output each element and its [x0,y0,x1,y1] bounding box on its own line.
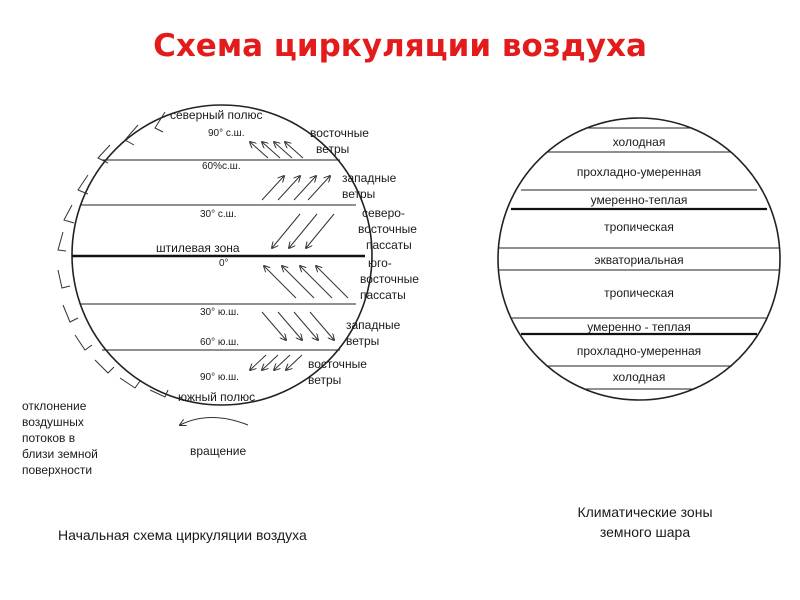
wind-arrow [264,266,297,299]
left-caption: Начальная схема циркуляции воздуха [58,527,307,543]
deflection-arrow [63,204,75,224]
wind-arrow [274,142,293,159]
wind-arrows [250,142,349,370]
deflection-arrow [62,304,79,323]
wind-label: ветры [308,373,341,387]
climate-zones-diagram: холодная прохладно-умеренная умеренно-те… [497,117,781,540]
wind-label: северо- [362,206,405,220]
zone-label: умеренно-теплая [591,193,688,207]
wind-arrow [286,354,303,370]
zone-labels: холодная прохладно-умеренная умеренно-те… [577,135,701,384]
wind-arrow [293,176,316,201]
zone-label: экваториальная [594,253,683,267]
wind-arrow [250,354,267,370]
page-title: Схема циркуляции воздуха [153,28,647,64]
lat-label-30n: 30° с.ш. [200,209,236,220]
wind-arrow [300,266,333,299]
wind-arrow [261,176,284,201]
deflection-arrow [57,231,67,252]
deflection-label: потоков в [22,431,75,445]
deflection-label: воздушных [22,415,84,429]
zone-label: прохладно-умеренная [577,165,701,179]
wind-arrow [309,311,334,340]
lat-label-90s: 90° ю.ш. [200,372,239,383]
lat-label-30s: 30° ю.ш. [200,307,239,318]
wind-label: восточные [310,126,369,140]
zones-circle [497,117,781,401]
deflection-arrow [119,377,141,389]
deflection-arrow [149,389,169,398]
wind-arrow [316,266,349,299]
wind-arrow [250,142,269,159]
wind-arrow [293,311,318,340]
zone-label: тропическая [604,286,674,300]
right-caption-line: земного шара [600,524,690,540]
wind-label: западные [346,318,401,332]
deflection-arrow [94,359,115,374]
deflection-label: поверхности [22,463,92,477]
wind-label: восточные [358,222,417,236]
wind-arrow [289,213,318,248]
wind-arrow [277,176,300,201]
deflection-arrow [97,144,111,164]
wind-label: пассаты [360,288,406,302]
zone-label: холодная [613,135,666,149]
wind-arrow [272,213,301,248]
wind-label: западные [342,171,397,185]
wind-arrow [277,311,302,340]
zone-label: прохладно-умеренная [577,344,701,358]
zone-label: холодная [613,370,666,384]
zone-boundaries [499,127,779,390]
wind-arrow [261,311,286,340]
wind-label: юго- [368,256,392,270]
right-caption-line: Климатические зоны [577,504,712,520]
lat-label-0: 0° [219,258,229,269]
deflection-label: близи земной [22,447,98,461]
wind-arrow [262,142,281,159]
wind-arrow [307,176,330,201]
deflection-arrows [57,111,169,398]
lat-label-90n: 90° с.ш. [208,128,244,139]
lat-label-60n: 60%с.ш. [202,161,241,172]
deflection-arrow [57,269,71,289]
deflection-arrow [124,124,139,146]
deflection-arrow [74,334,93,351]
wind-arrow [306,213,335,248]
wind-label: восточные [360,272,419,286]
wind-label: ветры [342,187,375,201]
wind-label: восточные [308,357,367,371]
south-pole-label: южный полюс [178,390,255,404]
latitude-lines [72,159,365,351]
zone-label: умеренно - теплая [587,320,690,334]
north-pole-label: северный полюс [170,108,262,122]
rotation-arrow [180,417,249,426]
calm-zone-label: штилевая зона [156,241,240,255]
wind-label: пассаты [366,238,412,252]
wind-label: ветры [316,142,349,156]
wind-arrow [274,354,291,370]
rotation-label: вращение [190,444,246,458]
circulation-diagram: северный полюс 90° с.ш. 60%с.ш. 30° с.ш.… [22,104,419,543]
deflection-arrow [154,111,166,133]
wind-arrow [285,142,304,159]
wind-arrow [262,354,279,370]
wind-label: ветры [346,334,379,348]
deflection-arrow [77,174,89,195]
deflection-label: отклонение [22,399,87,413]
lat-label-60s: 60° ю.ш. [200,337,239,348]
wind-arrow [282,266,315,299]
zone-label: тропическая [604,220,674,234]
